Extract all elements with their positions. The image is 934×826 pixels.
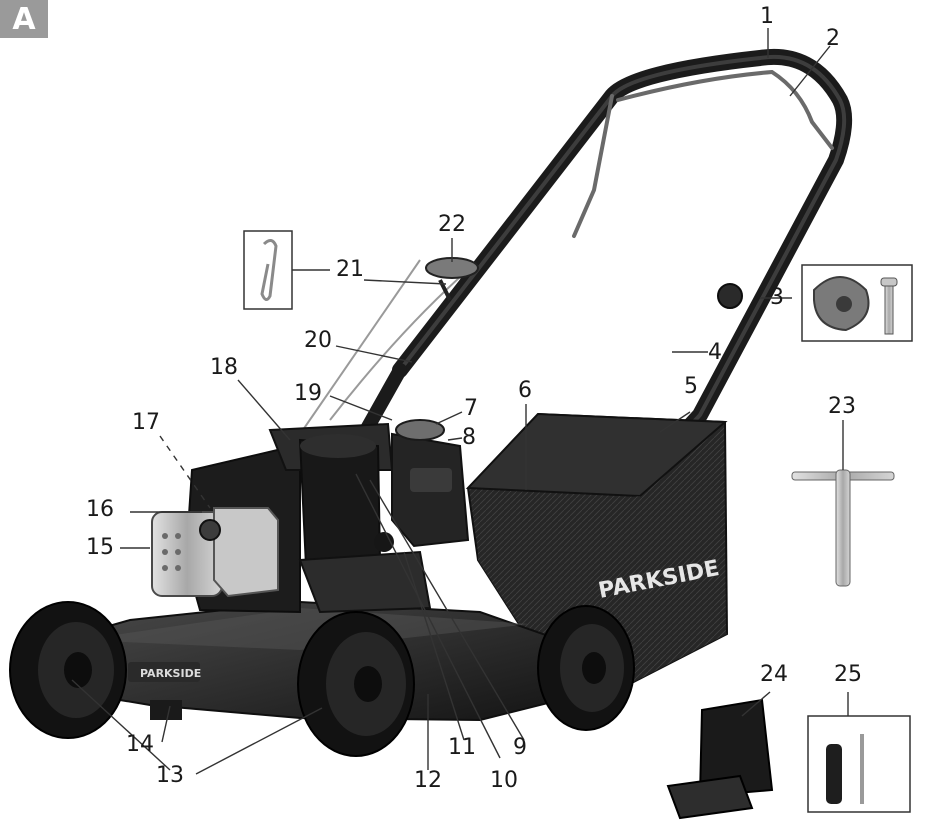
callout-2: 2 (826, 26, 840, 51)
deck-brand-label: PARKSIDE (140, 667, 201, 680)
callout-19: 19 (294, 381, 322, 406)
rear-wheel-left (9, 601, 127, 739)
callout-3: 3 (770, 285, 784, 310)
inset-knob-bolt-box (801, 264, 913, 342)
callout-7: 7 (464, 396, 478, 421)
callout-22: 22 (438, 212, 466, 237)
front-wheel-right (537, 605, 635, 731)
callout-23: 23 (828, 394, 856, 419)
handle-knob (717, 283, 743, 309)
leader-lines (71, 28, 849, 775)
callout-9: 9 (513, 735, 527, 760)
callout-8: 8 (462, 425, 476, 450)
figure-badge: A (0, 0, 48, 38)
callout-4: 4 (708, 340, 722, 365)
callout-16: 16 (86, 497, 114, 522)
engine (151, 419, 470, 614)
callout-10: 10 (490, 768, 518, 793)
callout-1: 1 (760, 4, 774, 29)
wrench-tool (791, 469, 895, 587)
inset-tools-box (807, 715, 911, 813)
callout-17: 17 (132, 410, 160, 435)
callout-12: 12 (414, 768, 442, 793)
callout-6: 6 (518, 378, 532, 403)
mulch-insert (666, 698, 774, 820)
callout-11: 11 (448, 735, 476, 760)
callout-15: 15 (86, 535, 114, 560)
callout-14: 14 (126, 732, 154, 757)
front-wheel-left (297, 611, 415, 757)
brake-lever (572, 69, 834, 238)
callout-5: 5 (684, 374, 698, 399)
callout-18: 18 (210, 355, 238, 380)
callout-20: 20 (304, 328, 332, 353)
callout-24: 24 (760, 662, 788, 687)
callout-13: 13 (156, 763, 184, 788)
callout-21: 21 (336, 257, 364, 282)
callout-25: 25 (834, 662, 862, 687)
inset-pin-box (243, 230, 293, 310)
